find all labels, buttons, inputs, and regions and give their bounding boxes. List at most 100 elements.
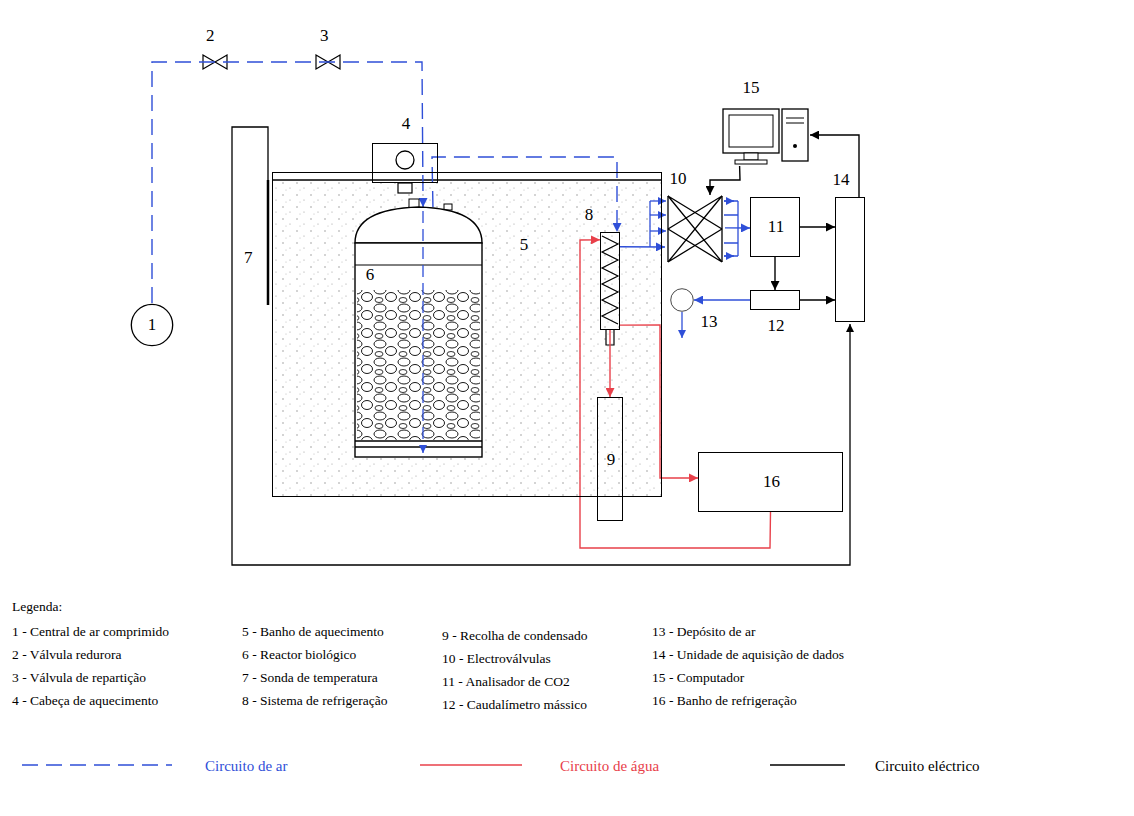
callout-number: 12 [768,316,785,335]
valve-inlets [650,201,666,247]
bath-lid [272,179,662,181]
label-wrap: 5 - Banho de aquecimento [242,622,384,640]
callout-wrap: 16 [699,472,844,492]
electrovalves: 10 [665,195,725,262]
data-acquisition-unit: 14 [835,197,865,322]
callout-number: 10 [670,169,687,188]
callout-number: 14 [833,170,850,189]
legend-text: Circuito de água [560,758,659,774]
water-pipe [620,325,698,478]
mass-flowmeter: 12 [750,290,800,310]
cooling-system: 8 [600,232,620,330]
label-wrap: 15 - Computador [652,668,744,686]
signal-wire [800,299,835,300]
label-wrap: 1 - Central de ar comprimido [12,622,169,640]
legend-entry: 12 - Caudalímetro mássico [442,697,587,712]
label-wrap: 7 - Sonda de temperatura [242,668,378,686]
temperature-probe [267,180,270,305]
label-wrap: 3 [320,26,329,46]
callout-number: 13 [701,312,718,331]
legend-electric-line [770,764,845,766]
callout-wrap: 9 [598,450,624,470]
callout-number: 6 [366,265,375,284]
label-wrap: 4 - Cabeça de aquecimento [12,691,158,709]
callout-number: 11 [768,217,784,236]
label-wrap: 9 - Recolha de condensado [442,626,587,644]
bath-water [273,181,661,496]
label-wrap: 14 - Unidade de aquisição de dados [652,645,844,663]
signal-wire [774,257,775,290]
callout-number: 1 [148,315,157,334]
callout-wrap: 11 [751,217,801,237]
legend-air-line [22,764,172,766]
probe-wire [232,127,850,565]
callout-number: 7 [244,248,253,267]
callout-wrap: 1 [130,315,174,335]
callout-number: 5 [520,235,529,254]
callout-number: 16 [763,472,780,491]
label-wrap: Legenda: [12,597,62,615]
condenser-coil [602,236,618,345]
legend-entry: Legenda: [12,599,62,614]
signal-wire [710,166,740,195]
cooling-bath: 16 [698,452,843,512]
callout-number: 2 [206,26,215,45]
legend-entry: 13 - Depósito de ar [652,624,755,639]
air-pipe [620,246,665,248]
bioreactor: 6 [349,195,488,463]
legend-entry: 11 - Analisador de CO2 [442,674,570,689]
legend-water-line [420,764,522,766]
label-wrap: 16 - Banho de refrigeração [652,691,797,709]
co2-analyser: 11 [750,197,800,257]
callout-number: 9 [607,450,616,469]
label-wrap: 10 - Electroválvulas [442,649,551,667]
callout-wrap: 14 [828,170,854,190]
legend-entry: 16 - Banho de refrigeração [652,693,797,708]
condensate-collector: 9 [597,397,623,521]
callout-wrap: 6 [359,265,381,285]
legend-text: Circuito eléctrico [875,758,980,774]
heating-bath: 56 [272,172,662,497]
legend-entry: 3 - Válvula de repartição [12,670,146,685]
callout-number: 4 [402,114,411,133]
legend-entry: 8 - Sistema de refrigeração [242,693,387,708]
legend-wrap: Circuito de ar [205,757,287,775]
legend-entry: 7 - Sonda de temperatura [242,670,378,685]
callout-wrap: 5 [509,235,539,255]
air-exhaust [681,312,682,338]
callout-number: 15 [743,78,760,97]
air-pipe [694,299,750,300]
callout-wrap: 12 [763,316,789,336]
air-supply-circle: 1 [130,303,174,347]
legend-wrap: Circuito de água [560,757,659,775]
legend-entry: 4 - Cabeça de aquecimento [12,693,158,708]
callout-number: 8 [585,205,594,224]
legend-entry: 6 - Reactor biológico [242,647,356,662]
label-wrap: 2 - Válvula redurora [12,645,122,663]
computer: 15 [722,108,810,166]
legend-text: Circuito de ar [205,758,287,774]
legend-entry: 9 - Recolha de condensado [442,628,587,643]
callout-wrap: 10 [665,169,691,189]
label-wrap: 13 - Depósito de ar [652,622,755,640]
label-wrap: 11 - Analisador de CO2 [442,672,570,690]
callout-wrap: 8 [579,205,599,225]
water-pipe [609,330,610,397]
legend-entry: 10 - Electroválvulas [442,651,551,666]
label-wrap: 2 [206,26,215,46]
label-wrap: 6 - Reactor biológico [242,645,356,663]
label-wrap: 7 [244,248,253,268]
callout-wrap: 15 [738,78,764,98]
callout-number: 3 [320,26,329,45]
air-pipe [725,227,750,229]
legend-wrap: Circuito eléctrico [875,757,980,775]
signal-wire [810,135,859,197]
legend-entry: 2 - Válvula redurora [12,647,122,662]
legend-entry: 1 - Central de ar comprimido [12,624,169,639]
signal-wire [800,226,835,227]
callout-wrap: 4 [393,114,419,134]
callout-wrap: 13 [696,312,722,332]
legend-entry: 14 - Unidade de aquisição de dados [652,647,844,662]
